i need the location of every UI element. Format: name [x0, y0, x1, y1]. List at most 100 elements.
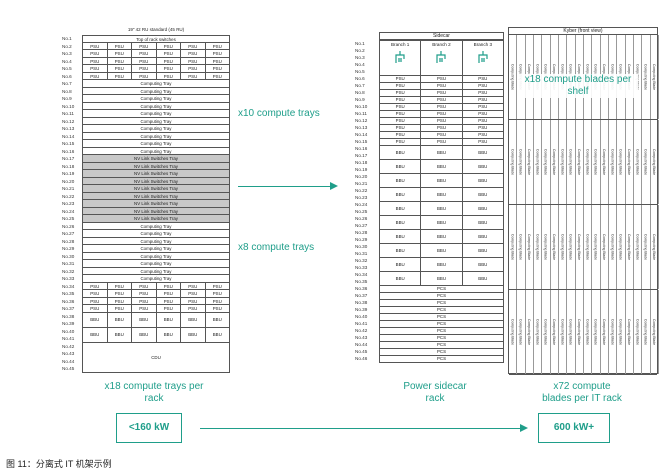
sidecar-psu-row-cell: PSU	[380, 131, 422, 138]
compute-tray-row-cell: Computing Tray	[140, 133, 172, 139]
sidecar-bbu-row-cell: BBU	[380, 173, 422, 187]
psu-row-cell: PSU	[157, 305, 181, 312]
compute-tray-row: Computing Tray	[82, 132, 230, 140]
left-unit-label: No.32	[62, 268, 75, 274]
right-unit-label: No.13	[355, 125, 368, 130]
psu-row-cell: PSU	[157, 57, 181, 64]
computing-blade: Computing Blade	[642, 290, 651, 374]
sidecar-pcs-row-cell: PCS	[436, 341, 447, 347]
computing-blade: Computing Blade	[617, 290, 626, 374]
right-unit-label: No.23	[355, 195, 368, 200]
kyber-shelf: Computing Blade Computing Blade Computing …	[509, 290, 659, 375]
compute-tray-row: Computing Tray	[82, 147, 230, 155]
psu-row-cell: PSU	[132, 65, 157, 72]
psu-row-cell: PSU	[132, 305, 157, 312]
sidecar-psu-row-cell: PSU	[380, 103, 422, 110]
sidecar-pcs-row: PCS	[379, 334, 504, 342]
psu-row-cell: PSU	[83, 65, 108, 72]
sidecar-psu-row-cell: PSU	[478, 103, 488, 109]
nvlink-switch-row: NV Link Switches Tray	[82, 170, 230, 178]
sidecar-psu-row-cell: PSU	[478, 89, 488, 95]
psu-row-cell: PSU	[83, 57, 108, 64]
compute-tray-row-cell: Computing Tray	[140, 96, 172, 101]
compute-tray-row: Computing Tray	[82, 95, 230, 103]
left-unit-label: No.24	[62, 208, 75, 214]
right-unit-label: No.8	[355, 90, 365, 95]
annotation-right-bottom: x72 compute blades per IT rack	[542, 381, 622, 404]
right-unit-label: No.22	[355, 188, 368, 193]
sidecar-psu-row-cell: PSU	[421, 131, 463, 138]
computing-blade: Computing Blade	[584, 120, 593, 204]
left-unit-label: No.30	[62, 253, 75, 259]
sidecar-bbu-row-cell: BBU	[380, 229, 422, 243]
psu-row-cell: PSU	[108, 72, 132, 79]
right-unit-label: No.2	[355, 48, 365, 53]
compute-tray-row: Computing Tray	[82, 252, 230, 260]
right-unit-label: No.20	[355, 174, 368, 179]
left-unit-label: No.21	[62, 186, 75, 191]
compute-tray-row-cell: Computing Tray	[140, 223, 172, 229]
psu-row-cell: PSU	[83, 290, 108, 297]
left-unit-label: No.39	[62, 321, 75, 326]
psu-row-cell: PSU	[181, 305, 206, 312]
left-unit-label: No.29	[62, 246, 75, 251]
computing-blade: Computing Blade	[651, 205, 659, 289]
compute-tray-row-cell: Computing Tray	[140, 126, 172, 131]
sidecar-psu-row-cell: PSU	[478, 96, 488, 102]
bbu-row-cell: BBU	[132, 327, 157, 342]
left-unit-label: No.8	[62, 88, 72, 94]
left-unit-label: No.35	[62, 291, 75, 296]
computing-blade: Computing Blade	[517, 290, 526, 374]
branch-label: Branch 3	[473, 42, 493, 47]
right-power-box: 600 kW+	[538, 413, 610, 443]
computing-blade: Computing Blade	[542, 290, 551, 374]
right-unit-label: No.17	[355, 153, 368, 158]
right-unit-label: No.40	[355, 314, 368, 319]
bbu-row-cell: BBU	[83, 327, 108, 342]
sidecar-psu-row-cell: PSU	[421, 75, 463, 82]
nvlink-switch-row: NV Link Switches Tray	[82, 200, 230, 208]
compute-tray-row: Computing Tray	[82, 275, 230, 283]
right-unit-label: No.34	[355, 272, 368, 277]
psu-row-cell: PSU	[83, 42, 108, 49]
left-unit-label: No.45	[62, 366, 75, 371]
cdu-row: CDU	[82, 342, 230, 373]
psu-row-cell: PSU	[181, 57, 206, 64]
left-unit-label: No.37	[62, 306, 75, 311]
right-unit-label: No.15	[355, 139, 368, 144]
annotation-x18-blades: x18 compute blades per shelf	[518, 74, 638, 98]
right-unit-label: No.25	[355, 209, 368, 214]
compute-tray-row-cell: Computing Tray	[140, 103, 172, 109]
psu-row-cell: PSU	[108, 305, 132, 312]
bbu-row-cell: BBU	[157, 327, 181, 342]
compute-tray-row: Computing Tray	[82, 260, 230, 268]
computing-blade: Computing Blade	[567, 120, 576, 204]
computing-blade: Computing Blade	[517, 205, 526, 289]
psu-row-cell: PSU	[83, 282, 108, 289]
branch-2: Branch 2	[421, 41, 463, 75]
sidecar-bbu-row-cell: BBU	[478, 261, 488, 267]
right-unit-label: No.37	[355, 293, 368, 298]
psu-row-cell: PSU	[83, 297, 108, 304]
computing-blade: Computing Blade	[551, 120, 559, 204]
left-unit-label: No.12	[62, 118, 75, 124]
left-unit-label: No.7	[62, 81, 72, 86]
computing-blade: Computing Blade	[559, 290, 568, 374]
computing-blade: Computing Blade	[517, 120, 526, 204]
psu-row-cell: PSU	[83, 72, 108, 79]
sidecar-bbu-row-cell: BBU	[421, 257, 463, 271]
right-unit-label: No.28	[355, 230, 368, 235]
branch-circuit-icon	[478, 51, 488, 63]
computing-blade: Computing Blade	[592, 120, 601, 204]
sidecar-psu-row-cell: PSU	[421, 89, 463, 96]
left-unit-label: No.2	[62, 43, 72, 49]
nvlink-switch-row: NV Link Switches Tray	[82, 207, 230, 215]
left-unit-label: No.33	[62, 276, 75, 281]
nvlink-switch-row: NV Link Switches Tray	[82, 177, 230, 185]
psu-row-cell: PSU	[132, 290, 157, 297]
